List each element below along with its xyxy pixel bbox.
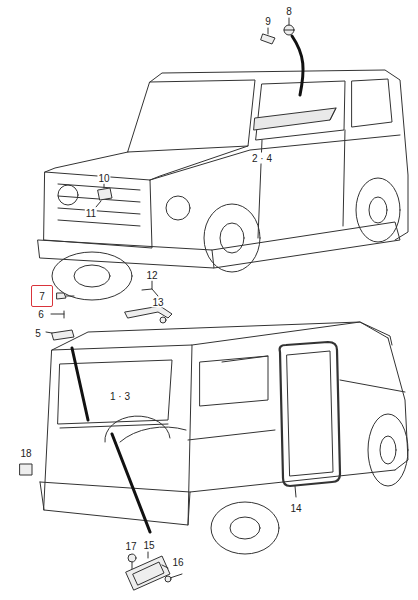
callout-number: 9: [264, 16, 272, 27]
rear-vehicle: [40, 322, 408, 554]
callout-number: 7: [39, 291, 45, 302]
callout-number: 11: [85, 208, 97, 219]
callout-number: 8: [285, 6, 293, 17]
callout-number: 5: [34, 328, 42, 339]
callout-number: 12: [145, 270, 158, 281]
front-vehicle: [38, 70, 408, 300]
callout-number: 13: [151, 297, 164, 308]
small-parts-top: [46, 18, 303, 340]
callout-number: 15: [142, 540, 155, 551]
callout-number: 17: [124, 541, 137, 552]
callout-number: 1 · 3: [109, 391, 131, 402]
callout-number: 14: [289, 503, 302, 514]
callout-number: 6: [37, 309, 45, 320]
small-parts-bottom: [20, 464, 182, 590]
callout-number: 16: [171, 557, 184, 568]
callout-number: 18: [19, 448, 32, 459]
callout-number: 2 · 4: [251, 153, 273, 164]
highlight-box: 7: [31, 285, 53, 307]
callout-number: 10: [97, 173, 110, 184]
